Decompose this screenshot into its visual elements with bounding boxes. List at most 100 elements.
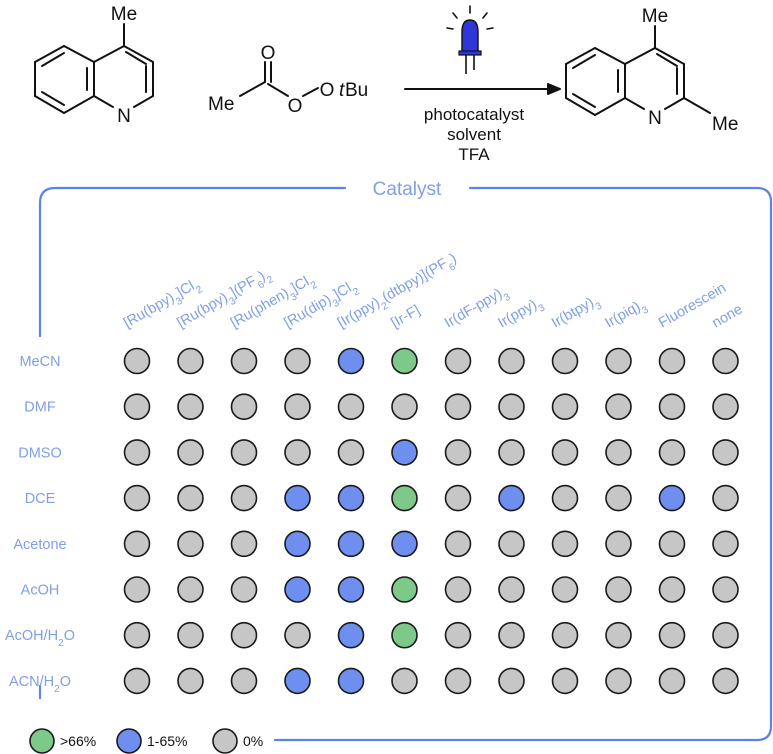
legend-swatch-1 <box>29 728 55 754</box>
reactant2-ether-oxygen: O <box>288 96 303 117</box>
result-dot-r4-c5 <box>337 484 365 512</box>
result-dot-r4-c7 <box>444 484 472 512</box>
reactant2-peroxy-oxygen: O <box>320 80 335 101</box>
result-dot-r2-c7 <box>444 393 472 421</box>
result-dot-r5-c2 <box>177 530 204 558</box>
result-dot-r5-c6 <box>391 530 418 558</box>
result-dot-r8-c9 <box>551 667 579 695</box>
legend: >66%1-65%0% <box>29 728 263 754</box>
result-dot-r3-c12 <box>712 439 739 466</box>
result-dot-r7-c9 <box>551 621 579 649</box>
reactant-tbu-peracetate <box>239 61 319 97</box>
solvent-label-3: DMSO <box>18 445 62 461</box>
result-dot-r3-c9 <box>551 439 579 466</box>
solvent-label-2: DMF <box>24 400 56 416</box>
result-dot-r6-c2 <box>177 576 204 603</box>
result-dot-r1-c7 <box>444 347 472 375</box>
result-dot-r1-c8 <box>498 347 525 375</box>
result-dot-r6-c7 <box>444 576 472 603</box>
solvent-label-4: DCE <box>25 491 56 507</box>
result-dot-r8-c12 <box>712 667 739 695</box>
catalyst-panel-frame <box>38 186 773 742</box>
result-dot-r7-c3 <box>230 621 258 649</box>
result-dot-r5-c5 <box>337 530 365 558</box>
result-dot-r3-c4 <box>284 439 311 466</box>
result-dot-r4-c2 <box>177 484 204 512</box>
result-dot-r8-c8 <box>498 667 525 695</box>
catalyst-label-6: [Ir-F] <box>389 302 424 331</box>
result-dot-r7-c5 <box>337 621 365 649</box>
result-dot-r3-c7 <box>444 439 472 466</box>
result-dot-r5-c8 <box>498 530 525 558</box>
legend-label-2: 1-65% <box>147 733 187 749</box>
product-methyl-right-label: Me <box>712 114 738 135</box>
catalyst-label-1: [Ru(bpy)3]Cl2 <box>121 275 205 335</box>
result-dot-r1-c12 <box>712 347 739 375</box>
result-dot-r1-c9 <box>551 347 579 375</box>
result-dot-r1-c3 <box>230 347 258 375</box>
result-dot-r6-c3 <box>230 576 258 603</box>
result-dot-r6-c12 <box>712 576 739 603</box>
results-grid <box>123 347 739 695</box>
reactant2-carbonyl-oxygen: O <box>261 43 276 64</box>
result-dot-r5-c9 <box>551 530 579 558</box>
result-dot-r6-c4 <box>284 576 311 603</box>
solvent-label-1: MeCN <box>19 354 60 370</box>
result-dot-r2-c5 <box>337 393 365 421</box>
result-dot-r4-c10 <box>605 484 632 512</box>
result-dot-r8-c6 <box>391 667 418 695</box>
catalyst-labels: [Ru(bpy)3]Cl2[Ru(bpy)3](PF6)2[Ru(phen)3]… <box>121 250 746 335</box>
condition-tfa: TFA <box>458 145 490 164</box>
result-dot-r1-c4 <box>284 347 311 375</box>
result-dot-r2-c12 <box>712 393 739 421</box>
result-dot-r7-c8 <box>498 621 525 649</box>
reactant2-methyl-label: Me <box>208 94 234 115</box>
result-dot-r2-c6 <box>391 393 418 421</box>
blue-led-icon <box>446 5 494 74</box>
result-dot-r7-c6 <box>391 621 418 649</box>
result-dot-r5-c10 <box>605 530 632 558</box>
result-dot-r8-c4 <box>284 667 311 695</box>
reaction-arrow <box>404 83 561 95</box>
reactant2-butyl-label: Bu <box>345 80 368 101</box>
product-nitrogen-label: N <box>648 108 662 129</box>
result-dot-r4-c11 <box>658 484 686 512</box>
condition-solvent: solvent <box>447 125 501 144</box>
result-dot-r4-c9 <box>551 484 579 512</box>
result-dot-r5-c12 <box>712 530 739 558</box>
result-dot-r8-c1 <box>123 667 151 695</box>
result-dot-r5-c7 <box>444 530 472 558</box>
result-dot-r8-c11 <box>658 667 686 695</box>
result-dot-r1-c6 <box>391 347 418 375</box>
result-dot-r2-c2 <box>177 393 204 421</box>
result-dot-r8-c7 <box>444 667 472 695</box>
reactant-4-methylquinoline <box>34 23 154 114</box>
result-dot-r5-c3 <box>230 530 258 558</box>
result-dot-r4-c1 <box>123 484 151 512</box>
legend-swatch-3 <box>212 728 238 754</box>
catalyst-label-12: none <box>710 301 746 331</box>
result-dot-r2-c10 <box>605 393 632 421</box>
result-dot-r1-c1 <box>123 347 151 375</box>
result-dot-r5-c11 <box>658 530 686 558</box>
result-dot-r2-c4 <box>284 393 311 421</box>
result-dot-r2-c11 <box>658 393 686 421</box>
legend-swatch-2 <box>116 728 142 754</box>
result-dot-r8-c2 <box>177 667 204 695</box>
result-dot-r4-c3 <box>230 484 258 512</box>
condition-photocatalyst: photocatalyst <box>424 105 524 124</box>
result-dot-r7-c12 <box>712 621 739 649</box>
product-methyl-top-label: Me <box>642 6 668 27</box>
solvent-label-5: Acetone <box>13 537 66 553</box>
result-dot-r3-c3 <box>230 439 258 466</box>
result-dot-r8-c10 <box>605 667 632 695</box>
result-dot-r6-c8 <box>498 576 525 603</box>
solvent-label-7: AcOH/H2O <box>5 628 75 649</box>
result-dot-r7-c10 <box>605 621 632 649</box>
result-dot-r3-c8 <box>498 439 525 466</box>
reactant2-tert-prefix: t <box>339 80 345 101</box>
result-dot-r1-c2 <box>177 347 204 375</box>
result-dot-r3-c2 <box>177 439 204 466</box>
solvent-label-6: AcOH <box>21 583 60 599</box>
